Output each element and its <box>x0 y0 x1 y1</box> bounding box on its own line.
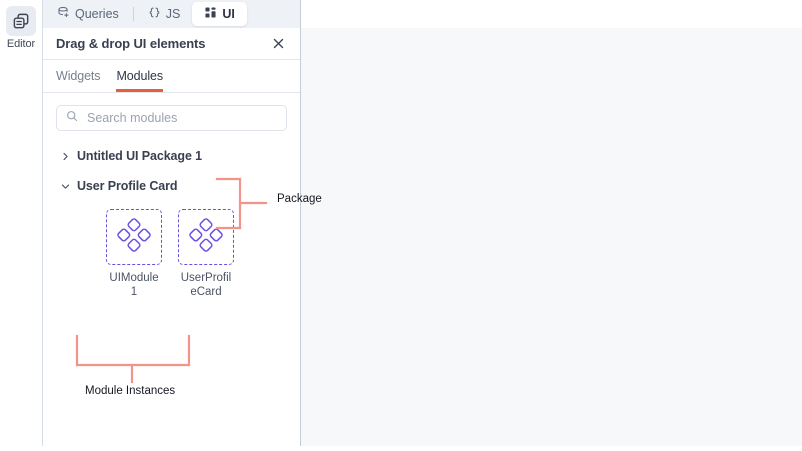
left-icon-rail: Editor <box>0 0 43 446</box>
panel-title: Drag & drop UI elements <box>56 36 206 51</box>
canvas-top-strip <box>301 0 802 28</box>
editor-pages-icon <box>6 6 36 36</box>
four-diamonds-module-icon <box>188 217 224 258</box>
tab-queries[interactable]: Queries <box>45 2 131 26</box>
panel-tabstrip: Queries JS UI <box>43 0 300 28</box>
module-tile[interactable] <box>178 209 234 265</box>
tab-queries-label: Queries <box>75 7 119 21</box>
modules-tree: Untitled UI Package 1 User Profile Card <box>43 131 300 299</box>
subtab-modules[interactable]: Modules <box>116 69 163 92</box>
search-box[interactable] <box>56 105 287 131</box>
database-query-icon <box>57 6 70 22</box>
module-instance-label: UserProfileCard <box>180 272 232 298</box>
tab-ui[interactable]: UI <box>192 2 247 26</box>
ui-elements-panel: Queries JS UI <box>43 0 301 446</box>
panel-header: Drag & drop UI elements <box>43 28 300 60</box>
tree-row-untitled-ui-package-1[interactable]: Untitled UI Package 1 <box>43 141 300 171</box>
tree-label-module: User Profile Card <box>77 179 178 193</box>
tree-row-user-profile-card[interactable]: User Profile Card <box>43 171 300 201</box>
chevron-right-icon <box>60 152 70 161</box>
app-canvas[interactable] <box>301 28 802 446</box>
search-icon <box>66 109 78 127</box>
rail-item-editor[interactable]: Editor <box>6 6 36 50</box>
subtab-widgets[interactable]: Widgets <box>56 69 101 83</box>
module-instances-grid: UIModule 1 UserProfileCard <box>43 201 300 299</box>
module-instance-userprofilecard[interactable]: UserProfileCard <box>177 209 235 299</box>
module-instance-label: UIModule 1 <box>109 272 159 298</box>
braces-icon <box>148 6 161 22</box>
tab-js[interactable]: JS <box>136 2 193 26</box>
module-instance-uimodule1[interactable]: UIModule 1 <box>105 209 163 299</box>
panel-subtabs: Widgets Modules <box>43 60 300 93</box>
tree-label-package: Untitled UI Package 1 <box>77 149 203 163</box>
tab-ui-label: UI <box>222 7 235 21</box>
search-container <box>43 93 300 131</box>
tab-js-label: JS <box>165 7 181 21</box>
four-diamonds-module-icon <box>116 217 152 258</box>
rail-item-editor-label: Editor <box>6 38 36 50</box>
module-tile[interactable] <box>106 209 162 265</box>
close-icon[interactable] <box>270 36 286 52</box>
chevron-down-icon <box>60 182 70 191</box>
search-input[interactable] <box>85 110 277 126</box>
tabstrip-divider <box>132 7 134 21</box>
grid-layout-icon <box>204 6 217 22</box>
